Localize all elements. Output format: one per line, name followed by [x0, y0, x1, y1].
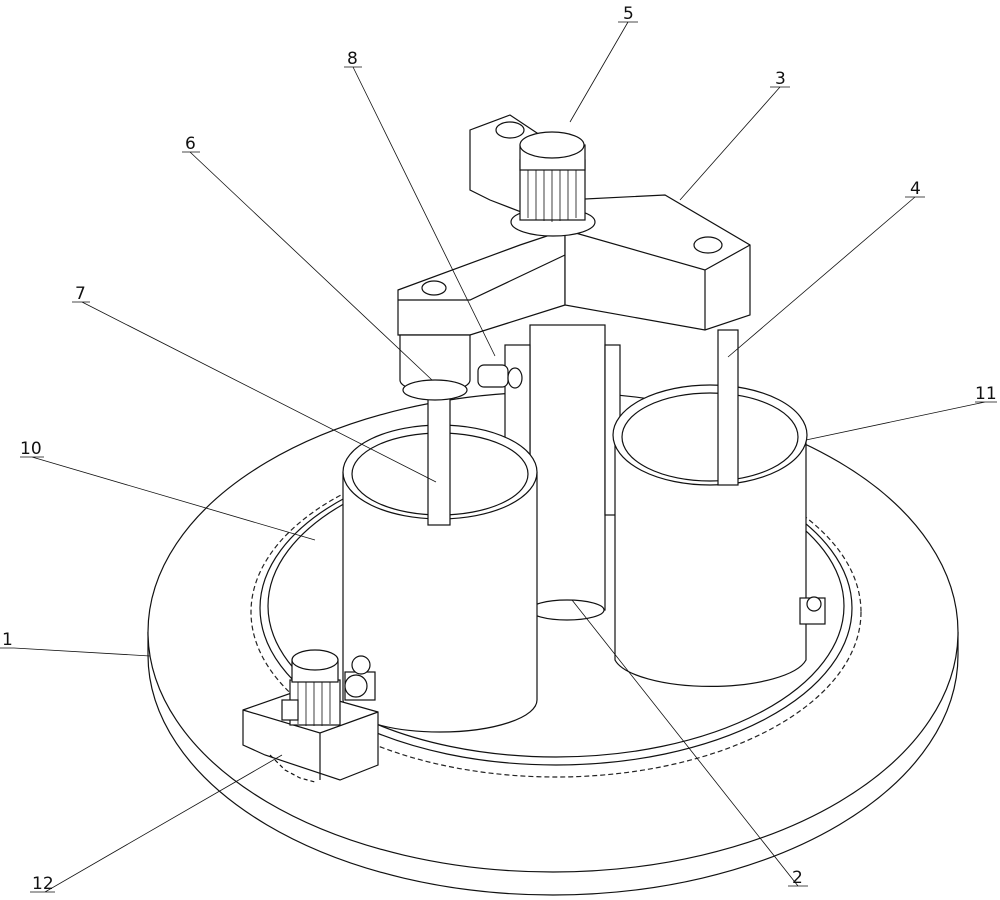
callout-1: 1 — [2, 630, 13, 650]
left-cup — [343, 395, 537, 732]
callout-8: 8 — [347, 49, 358, 69]
callout-3: 3 — [775, 69, 786, 89]
callout-6: 6 — [185, 134, 196, 154]
callout-2: 2 — [792, 868, 803, 888]
callout-10: 10 — [20, 439, 42, 459]
nozzle-icon — [478, 365, 522, 388]
callout-12: 12 — [32, 874, 54, 894]
callout-5: 5 — [623, 4, 634, 24]
top-motor — [511, 132, 595, 236]
callout-4: 4 — [910, 179, 921, 199]
callout-11: 11 — [975, 384, 997, 404]
right-cup — [613, 330, 825, 686]
callout-7: 7 — [75, 284, 86, 304]
valve-icon — [800, 597, 825, 624]
